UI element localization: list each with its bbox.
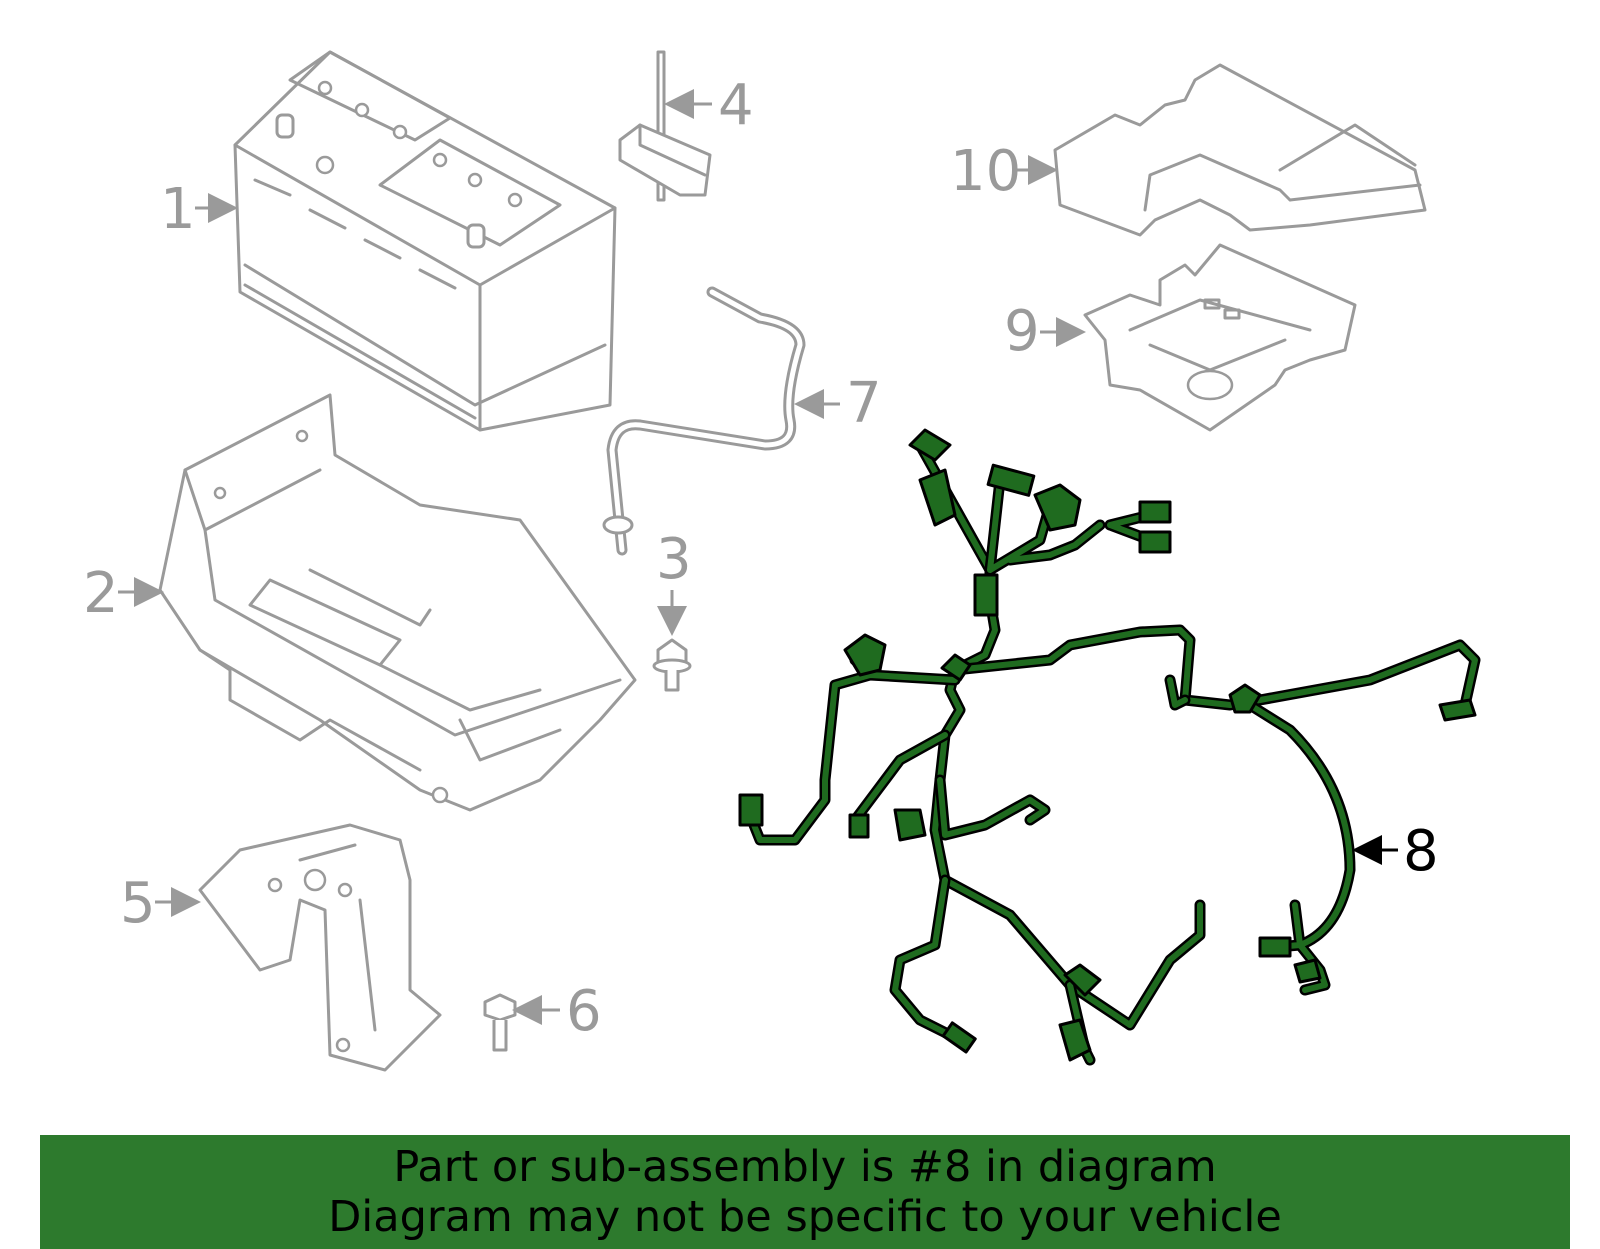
svg-text:9: 9 <box>1004 299 1040 364</box>
cable-part <box>602 286 806 556</box>
svg-text:3: 3 <box>656 527 692 592</box>
svg-text:4: 4 <box>718 73 754 138</box>
svg-text:7: 7 <box>846 371 882 436</box>
cover-part-9 <box>1083 243 1357 432</box>
banner-line-2: Diagram may not be specific to your vehi… <box>328 1192 1282 1242</box>
svg-text:6: 6 <box>566 979 602 1044</box>
callout-10: 10 <box>950 139 1058 204</box>
svg-text:2: 2 <box>83 561 119 626</box>
svg-text:5: 5 <box>120 871 156 936</box>
info-banner: Part or sub-assembly is #8 in diagram Di… <box>40 1135 1570 1249</box>
bolt-part-6 <box>483 993 517 1052</box>
callout-2: 2 <box>83 561 164 626</box>
svg-text:10: 10 <box>950 139 1021 204</box>
battery-tray-part <box>158 393 637 812</box>
cover-part-10 <box>1053 63 1427 237</box>
bolt-part-3 <box>652 638 692 692</box>
callout-1: 1 <box>160 177 238 242</box>
callout-3: 3 <box>656 527 692 636</box>
callout-5: 5 <box>120 871 201 936</box>
callout-9: 9 <box>1004 299 1086 364</box>
callout-8: 8 <box>1352 819 1439 884</box>
hold-down-part <box>618 50 712 202</box>
battery-part <box>233 50 617 432</box>
svg-text:8: 8 <box>1403 819 1439 884</box>
callout-7: 7 <box>794 371 882 436</box>
callout-4: 4 <box>664 73 754 138</box>
callout-6: 6 <box>512 979 602 1044</box>
wiring-harness-part <box>738 428 1481 1066</box>
svg-text:1: 1 <box>160 177 196 242</box>
banner-line-1: Part or sub-assembly is #8 in diagram <box>393 1142 1217 1192</box>
bracket-part <box>198 823 442 1072</box>
